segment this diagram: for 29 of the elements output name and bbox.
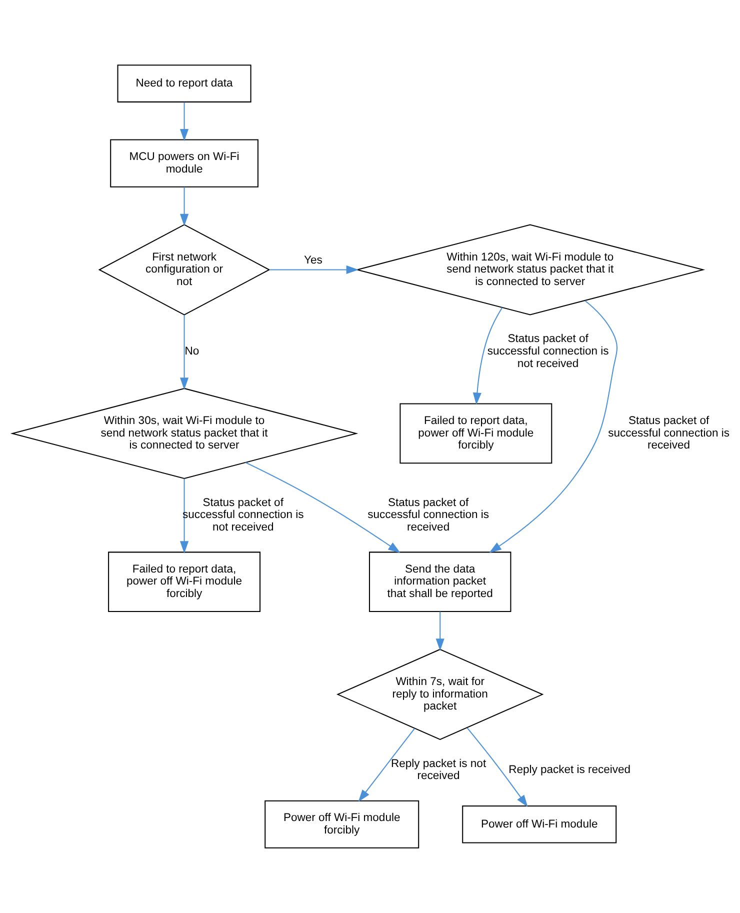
arrow <box>358 728 416 802</box>
edge-label: Reply packet is not received <box>391 758 486 782</box>
arrow <box>489 300 618 553</box>
node-box: Failed to report data, power off Wi-Fi module forcibly <box>400 403 552 464</box>
arrow <box>180 187 189 226</box>
edge-label: No <box>184 345 200 358</box>
node-box: Failed to report data, power off Wi-Fi module forcibly <box>108 552 260 612</box>
node-diamond: Within 120s, wait Wi-Fi module to send network status packet that it is connected to server <box>355 224 706 316</box>
node-box: Power off Wi-Fi module <box>462 805 617 844</box>
edge-label: Status packet of successful connection is received <box>368 496 489 534</box>
arrow <box>245 462 400 553</box>
node-box: Need to report data <box>117 64 252 102</box>
arrow <box>269 265 359 274</box>
arrow <box>472 307 503 405</box>
edge-label: Reply packet is received <box>508 764 631 776</box>
arrow <box>180 478 189 554</box>
node-diamond: First network configuration or not <box>98 224 270 316</box>
node-box: MCU powers on Wi-Fi module <box>110 139 258 188</box>
node-box: Power off Wi-Fi module forcibly <box>264 800 420 848</box>
node-box: Send the data information packet that shall be reported <box>368 552 512 612</box>
arrow <box>436 612 444 651</box>
arrow <box>180 102 189 142</box>
edge-label: Status packet of successful connection is not received <box>487 333 609 370</box>
node-diamond: Within 7s, wait for reply to information packet <box>336 648 544 740</box>
arrow <box>180 314 189 390</box>
edge-label: Yes <box>304 254 322 266</box>
edge-label: Status packet of successful connection is received <box>608 415 730 452</box>
node-diamond: Within 30s, wait Wi-Fi module to send network status packet that it is connected to server <box>10 388 358 480</box>
arrow <box>466 728 528 808</box>
